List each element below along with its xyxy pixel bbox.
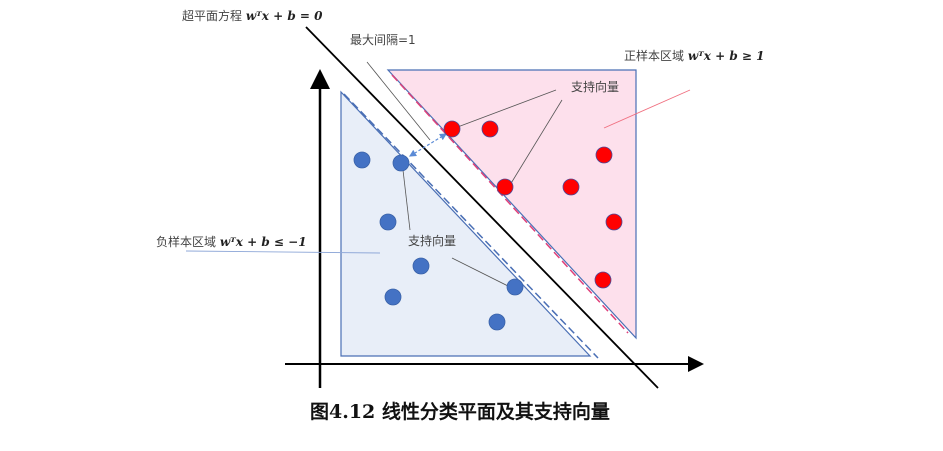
support-leader-top-2: [509, 99, 563, 186]
positive-support-vector: [496, 178, 514, 196]
positive-point: [562, 178, 580, 196]
positive-margin-line: [391, 74, 629, 334]
negative-region-leader: [185, 250, 381, 254]
positive-region-leader: [603, 89, 691, 129]
positive-point: [594, 271, 612, 289]
negative-point: [384, 288, 402, 306]
positive-region-equation: wᵀx + b ≥ 1: [687, 49, 765, 63]
negative-point: [379, 213, 397, 231]
hyperplane-line: [305, 26, 659, 389]
negative-support-vector: [506, 278, 524, 296]
positive-point: [595, 146, 613, 164]
support-vectors-label-top: 支持向量: [571, 80, 620, 94]
max-margin-label: 最大间隔=1: [350, 33, 416, 47]
support-leader-top-1: [454, 89, 557, 129]
positive-region-text: 正样本区域: [624, 49, 685, 63]
positive-point: [481, 120, 499, 138]
max-margin-leader: [366, 61, 431, 141]
negative-margin-line: [343, 93, 599, 359]
positive-point: [605, 213, 623, 231]
figure-caption: 图4.12 线性分类平面及其支持向量: [310, 401, 610, 423]
margin-arrow: [408, 133, 448, 157]
support-leader-bottom-2: [451, 257, 513, 289]
support-leader-bottom-1: [402, 169, 411, 231]
positive-support-vector: [443, 120, 461, 138]
negative-region-text: 负样本区域: [156, 235, 217, 249]
negative-region-label: 负样本区域 wᵀx + b ≤ −1: [156, 233, 307, 250]
hyperplane-label: 超平面方程 wᵀx + b = 0: [182, 7, 323, 24]
negative-region-equation: wᵀx + b ≤ −1: [219, 235, 307, 249]
negative-point: [488, 313, 506, 331]
positive-region-label: 正样本区域 wᵀx + b ≥ 1: [624, 47, 765, 64]
support-vectors-label-bottom: 支持向量: [408, 234, 457, 248]
hyperplane-text: 超平面方程: [182, 9, 243, 23]
negative-point: [412, 257, 430, 275]
negative-support-vector: [392, 154, 410, 172]
hyperplane-equation: wᵀx + b = 0: [245, 9, 323, 23]
negative-point: [353, 151, 371, 169]
